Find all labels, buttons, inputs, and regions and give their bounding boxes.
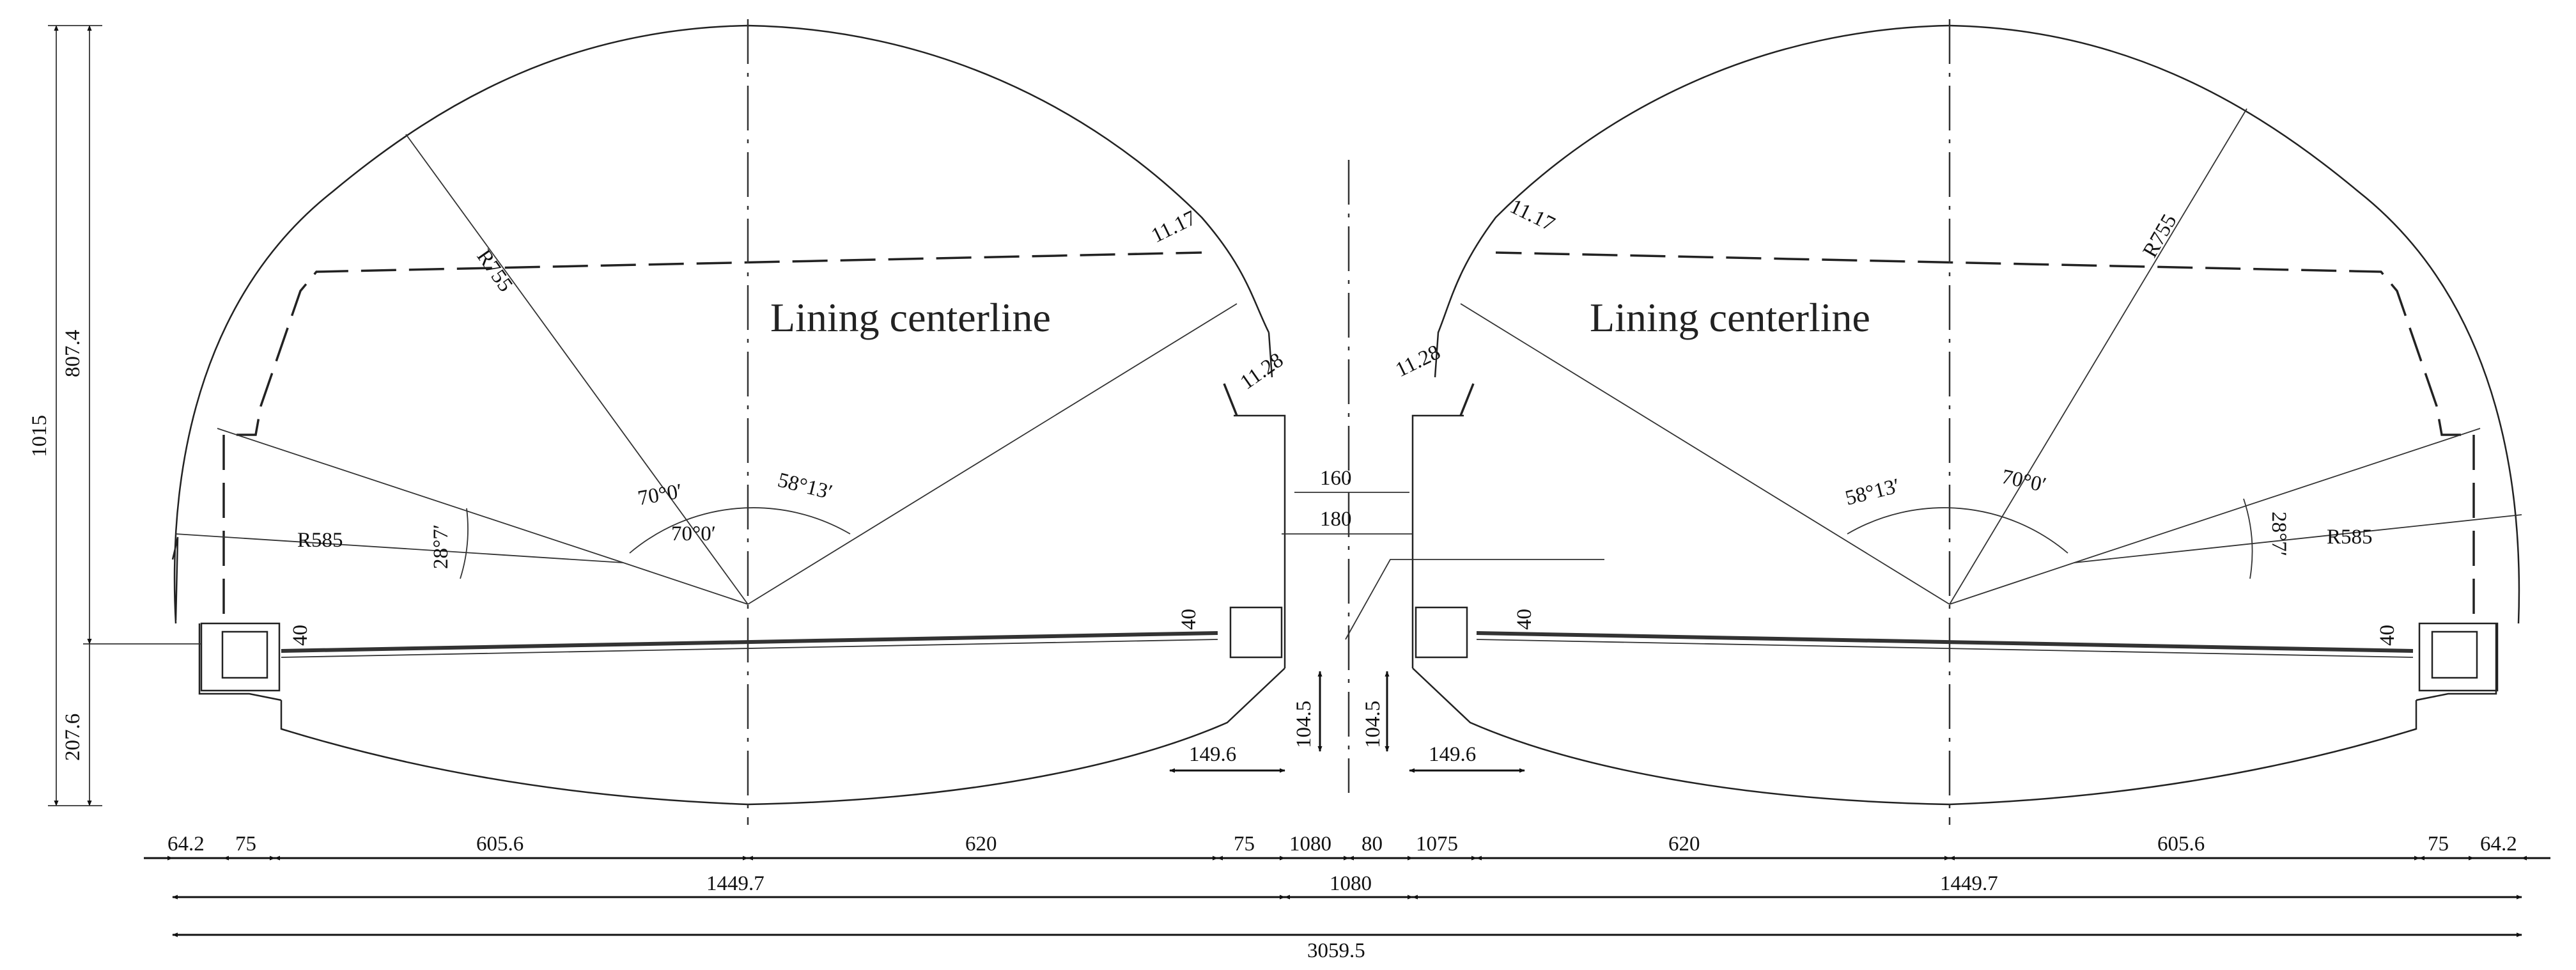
left-radius-upper-right <box>747 303 1238 605</box>
left-radius-r585 <box>175 533 624 563</box>
row1-label-8: 620 <box>1668 833 1700 856</box>
right-drain-box-right-inner <box>2431 630 2478 679</box>
left-label-11-28: 11.28 <box>1236 348 1287 394</box>
row1-label-10: 75 <box>2428 833 2449 856</box>
left-lining-centerline-dashed <box>222 251 1202 614</box>
left-lining-centerline-dashed-right <box>1223 383 1238 416</box>
left-label-r755: R755 <box>472 246 517 296</box>
label-207: 207.6 <box>61 714 84 761</box>
left-wall-right-inner <box>1234 414 1286 668</box>
left-label-a58: 58°13′ <box>775 469 835 505</box>
left-invert-line <box>280 668 1285 806</box>
row1-label-7: 1075 <box>1416 833 1458 856</box>
left-foundation <box>198 623 282 701</box>
row1-label-6: 80 <box>1362 833 1383 856</box>
right-radius-r585 <box>2074 514 2522 563</box>
left-road-surface-thin <box>281 639 1218 658</box>
right-title: Lining centerline <box>1590 295 1870 340</box>
left-label-11-17: 11.17 <box>1148 207 1200 247</box>
row1-label-9: 605.6 <box>2157 833 2205 856</box>
row2-label-2: 1449.7 <box>1940 872 1998 895</box>
left-tunnel: Lining centerline R755 R585 70°0′ 70°0′ … <box>83 19 1287 825</box>
height-dimensions: 1015 807.4 207.6 <box>28 25 102 806</box>
right-foundation <box>2416 623 2497 701</box>
left-label-r585: R585 <box>297 529 343 552</box>
right-label-a58: 58°13′ <box>1843 474 1902 510</box>
label-104-left: 104.5 <box>1292 701 1315 748</box>
right-label-r755: R755 <box>2139 210 2182 262</box>
left-label-a28: 28°7′ <box>430 524 453 569</box>
row2-label-1: 1080 <box>1330 872 1372 895</box>
left-outer-arch-upper <box>1268 332 1273 378</box>
right-drain-box-left <box>1415 606 1468 659</box>
right-drain-box-right <box>2418 622 2499 692</box>
row1-label-4: 75 <box>1234 833 1255 856</box>
left-title: Lining centerline <box>770 295 1051 340</box>
right-radius-r755 <box>1949 108 2247 605</box>
right-label-a28: 28°7′ <box>2267 512 2290 556</box>
right-angle-arc-58 <box>1847 507 2068 554</box>
row1-label-11: 64.2 <box>2480 833 2517 856</box>
row1-label-2: 605.6 <box>476 833 524 856</box>
left-label-40-b: 40 <box>1177 609 1200 630</box>
right-lining-centerline-dashed-left <box>1459 383 1475 416</box>
label-160: 160 <box>1320 467 1352 490</box>
label-807: 807.4 <box>61 330 84 377</box>
left-drain-box-left <box>200 622 281 692</box>
row1-label-5: 1080 <box>1289 833 1331 856</box>
right-road-surface <box>1476 631 2414 653</box>
left-drain-box-left-inner <box>221 630 268 679</box>
left-label-a70-bottom: 70°0′ <box>671 522 716 545</box>
right-invert-line <box>1412 668 2417 806</box>
right-radius-upper-left <box>1460 303 1950 605</box>
right-label-40-a: 40 <box>1513 609 1536 630</box>
left-outer-arch <box>171 24 1270 624</box>
bottom-dimensions: 64.2 75 605.6 620 75 1080 80 1075 620 60… <box>144 833 2550 962</box>
label-104-right: 104.5 <box>1362 701 1385 748</box>
right-label-r585: R585 <box>2327 526 2373 549</box>
row2-label-0: 1449.7 <box>706 872 764 895</box>
left-angle-arc-28 <box>460 508 469 579</box>
row1-label-0: 64.2 <box>167 833 205 856</box>
right-label-a70: 70°0′ <box>1999 465 2048 497</box>
right-tunnel: Lining centerline R755 R585 70°0′ 58°13′… <box>1345 19 2522 825</box>
label-149-right: 149.6 <box>1429 743 1476 766</box>
left-angle-arc-58 <box>629 507 851 554</box>
left-drain-box-right <box>1229 606 1283 659</box>
label-180: 180 <box>1320 508 1352 531</box>
label-149-left: 149.6 <box>1189 743 1236 766</box>
left-radius-r755 <box>405 134 749 605</box>
right-lining-centerline-dashed <box>1495 251 2475 614</box>
left-radius-lower-a <box>217 428 749 605</box>
middle-pillar: 160 180 104.5 104.5 149.6 149.6 <box>1169 160 1525 793</box>
right-radius-lower-a <box>1949 428 2481 605</box>
left-label-a70-top: 70°0′ <box>636 480 684 510</box>
row1-label-1: 75 <box>235 833 256 856</box>
right-road-surface-thin <box>1476 639 2414 658</box>
right-label-11-17: 11.17 <box>1506 195 1558 236</box>
left-road-surface <box>281 631 1218 653</box>
total-label: 3059.5 <box>1307 939 1365 962</box>
right-outer-arch <box>1434 24 2520 624</box>
right-wall-left-inner <box>1411 414 1464 668</box>
label-1015: 1015 <box>28 415 51 457</box>
left-label-40-a: 40 <box>289 625 312 646</box>
right-offset-leader <box>1345 559 1604 640</box>
right-angle-arc-28 <box>2243 498 2253 579</box>
row1-label-3: 620 <box>965 833 997 856</box>
right-label-11-28: 11.28 <box>1392 341 1444 382</box>
right-label-40-b: 40 <box>2376 625 2399 646</box>
